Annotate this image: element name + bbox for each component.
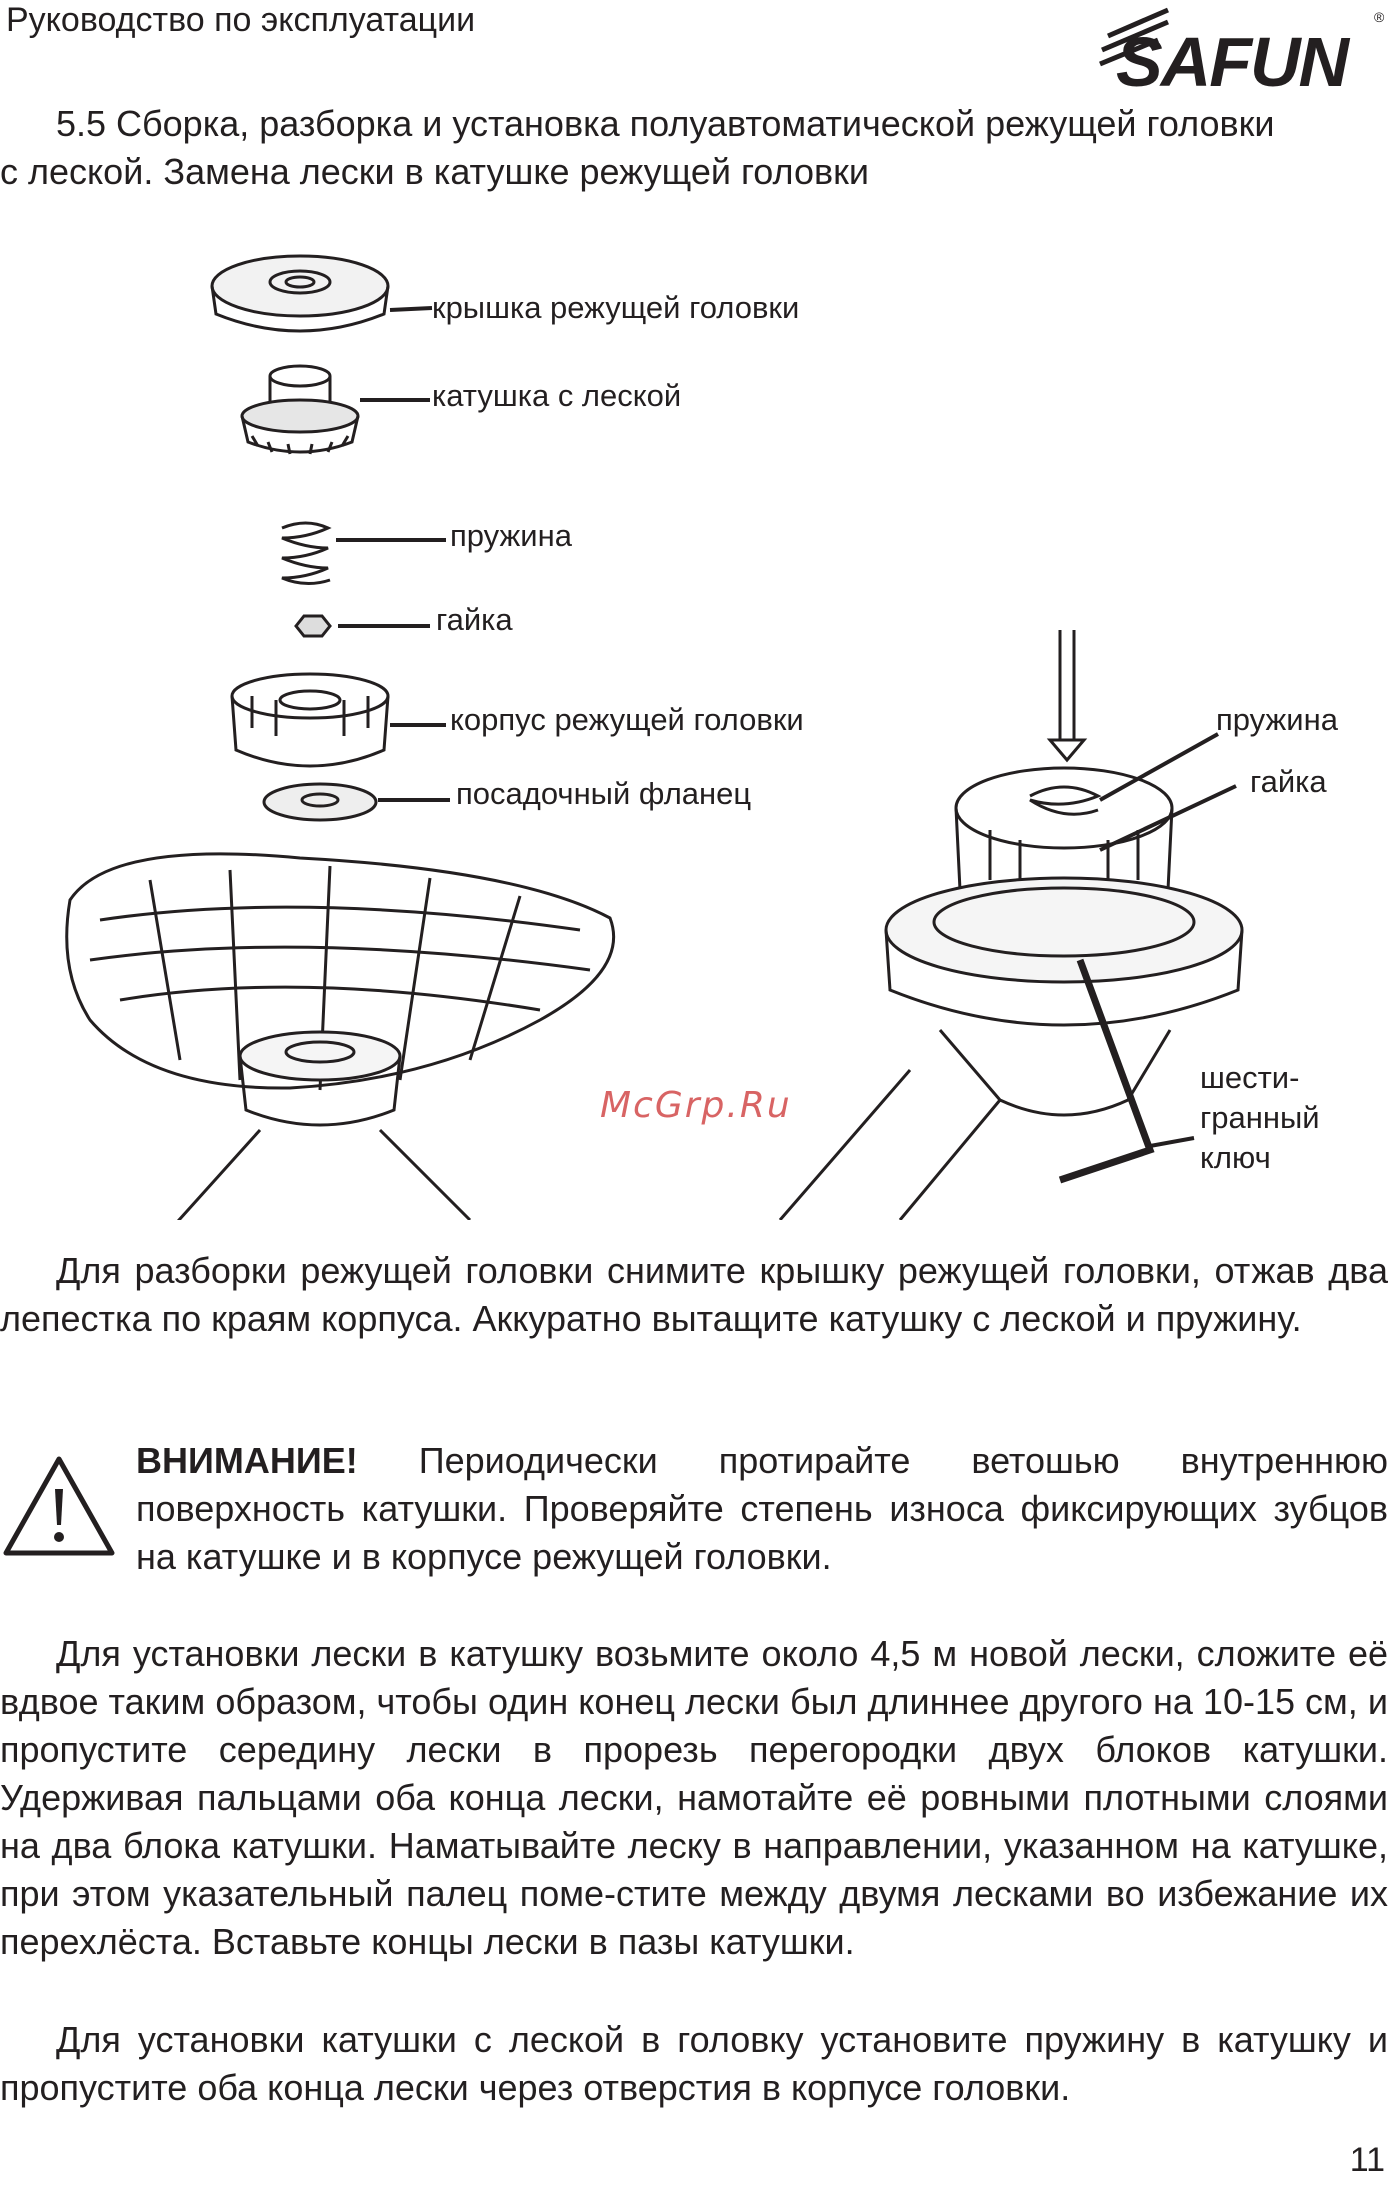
spool-with-line-drawing (240, 364, 360, 455)
label-spool: катушка с леской (432, 378, 682, 413)
paragraph-spool-installation-text: Для установки катушки с леской в головку… (0, 2019, 1388, 2108)
exploded-view-illustration (65, 254, 1244, 1220)
nut-drawing (294, 614, 332, 638)
label-nut-left: гайка (436, 602, 513, 637)
label-hex-key-1: шести- (1200, 1060, 1300, 1095)
cutting-head-housing-drawing (230, 672, 390, 768)
warning-paragraph: ВНИМАНИЕ! Периодически протирайте ветошь… (136, 1437, 1388, 1581)
cutting-head-diagram: крышка режущей головки катушка с леской … (0, 230, 1395, 1220)
paragraph-line-installation-text: Для установки лески в катушку возьмите о… (0, 1633, 1388, 1962)
mounting-flange-drawing (262, 782, 378, 822)
label-spring-left: пружина (450, 518, 572, 553)
label-spring-right: пружина (1216, 702, 1338, 737)
warning-label: ВНИМАНИЕ! (136, 1440, 358, 1481)
label-hex-key-3: ключ (1200, 1140, 1271, 1175)
label-housing: корпус режущей головки (450, 702, 804, 737)
logo-wordmark: SAFUN (1116, 23, 1351, 94)
hex-key-drawing (1058, 958, 1155, 1184)
warning-text: Периодически протирайте ветошью внутренн… (136, 1440, 1388, 1577)
label-cover: крышка режущей головки (432, 290, 800, 325)
spring-drawing (281, 521, 332, 585)
paragraph-disassembly: Для разборки режущей головки снимите кры… (0, 1247, 1388, 1343)
cutting-head-cover-drawing (210, 254, 390, 333)
label-hex-key-2: гранный (1200, 1100, 1320, 1135)
paragraph-disassembly-text: Для разборки режущей головки снимите кры… (0, 1250, 1388, 1339)
warning-block: ВНИМАНИЕ! Периодически протирайте ветошь… (136, 1437, 1388, 1581)
section-title: 5.5 Сборка, разборка и установка полуавт… (0, 100, 1388, 196)
safun-logo: SAFUN ® (1099, 7, 1385, 94)
logo-registered-mark: ® (1374, 9, 1385, 25)
section-title-line1: 5.5 Сборка, разборка и установка полуавт… (56, 103, 1275, 144)
assembled-head-drawing (778, 630, 1244, 1220)
paragraph-line-installation: Для установки лески в катушку возьмите о… (0, 1630, 1388, 1966)
section-title-line2: с леской. Замена лески в катушке режущей… (0, 151, 869, 192)
watermark: McGrp.Ru (600, 1085, 792, 1126)
label-flange: посадочный фланец (456, 776, 752, 811)
page-number: 11 (1349, 2141, 1385, 2179)
trimmer-guard-drawing (65, 852, 616, 1220)
document-header-title: Руководство по эксплуатации (6, 1, 476, 39)
label-nut-right: гайка (1250, 764, 1327, 799)
warning-icon (3, 1456, 115, 1556)
paragraph-spool-installation: Для установки катушки с леской в головку… (0, 2016, 1388, 2112)
